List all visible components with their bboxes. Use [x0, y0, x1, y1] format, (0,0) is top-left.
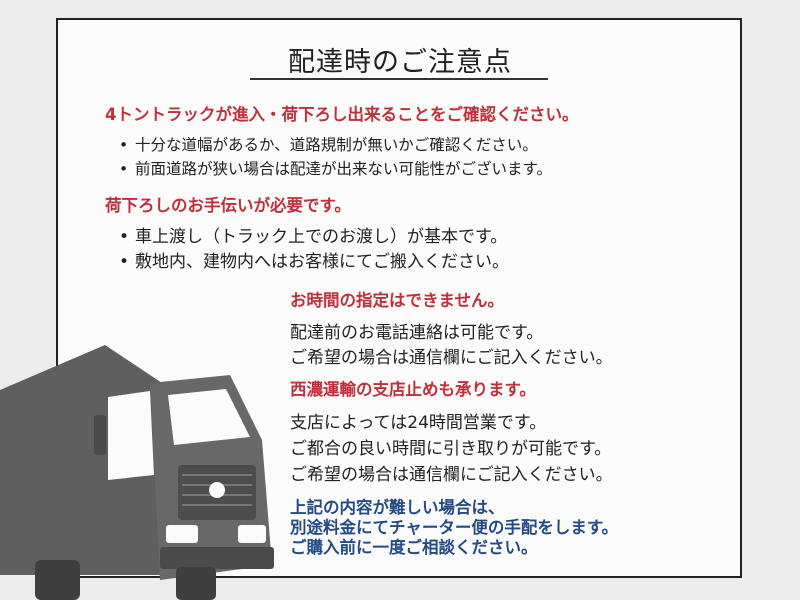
section-heading-unloading-help: 荷下ろしのお手伝いが必要です。: [105, 196, 351, 215]
list-item: 車上渡し（トラック上でのお渡し）が基本です。: [115, 225, 509, 250]
section-unloading-help-list: 車上渡し（トラック上でのお渡し）が基本です。 敷地内、建物内へはお客様にてご搬入…: [115, 225, 509, 275]
body-line: ご都合の良い時間に引き取りが可能です。: [290, 439, 612, 459]
charter-notice-line: 別途料金にてチャーター便の手配をします。: [290, 518, 619, 537]
body-line: 配達前のお電話連絡は可能です。: [290, 323, 544, 343]
body-line: ご希望の場合は通信欄にご記入ください。: [290, 465, 613, 485]
list-item: 十分な道幅があるか、道路規制が無いかご確認ください。: [115, 133, 552, 157]
list-item: 敷地内、建物内へはお客様にてご搬入ください。: [115, 250, 509, 275]
truck-icon: [0, 345, 274, 600]
list-item: 前面道路が狭い場合は配達が出来ない可能性がございます。: [115, 157, 552, 181]
section-truck-access-list: 十分な道幅があるか、道路規制が無いかご確認ください。 前面道路が狭い場合は配達が…: [115, 133, 552, 181]
body-line: ご希望の場合は通信欄にご記入ください。: [290, 348, 613, 368]
section-heading-no-time-slot: お時間の指定はできません。: [290, 291, 505, 310]
section-heading-truck-access: 4トントラックが進入・荷下ろし出来ることをご確認ください。: [105, 105, 579, 124]
page-title: 配達時のご注意点: [288, 47, 512, 78]
body-line: 支店によっては24時間営業です。: [290, 413, 547, 433]
charter-notice-line: 上記の内容が難しい場合は、: [290, 498, 505, 517]
title-underline: [250, 78, 548, 80]
section-heading-branch-pickup: 西濃運輸の支店止めも承ります。: [290, 380, 536, 399]
charter-notice-line: ご購入前に一度ご相談ください。: [290, 538, 538, 557]
